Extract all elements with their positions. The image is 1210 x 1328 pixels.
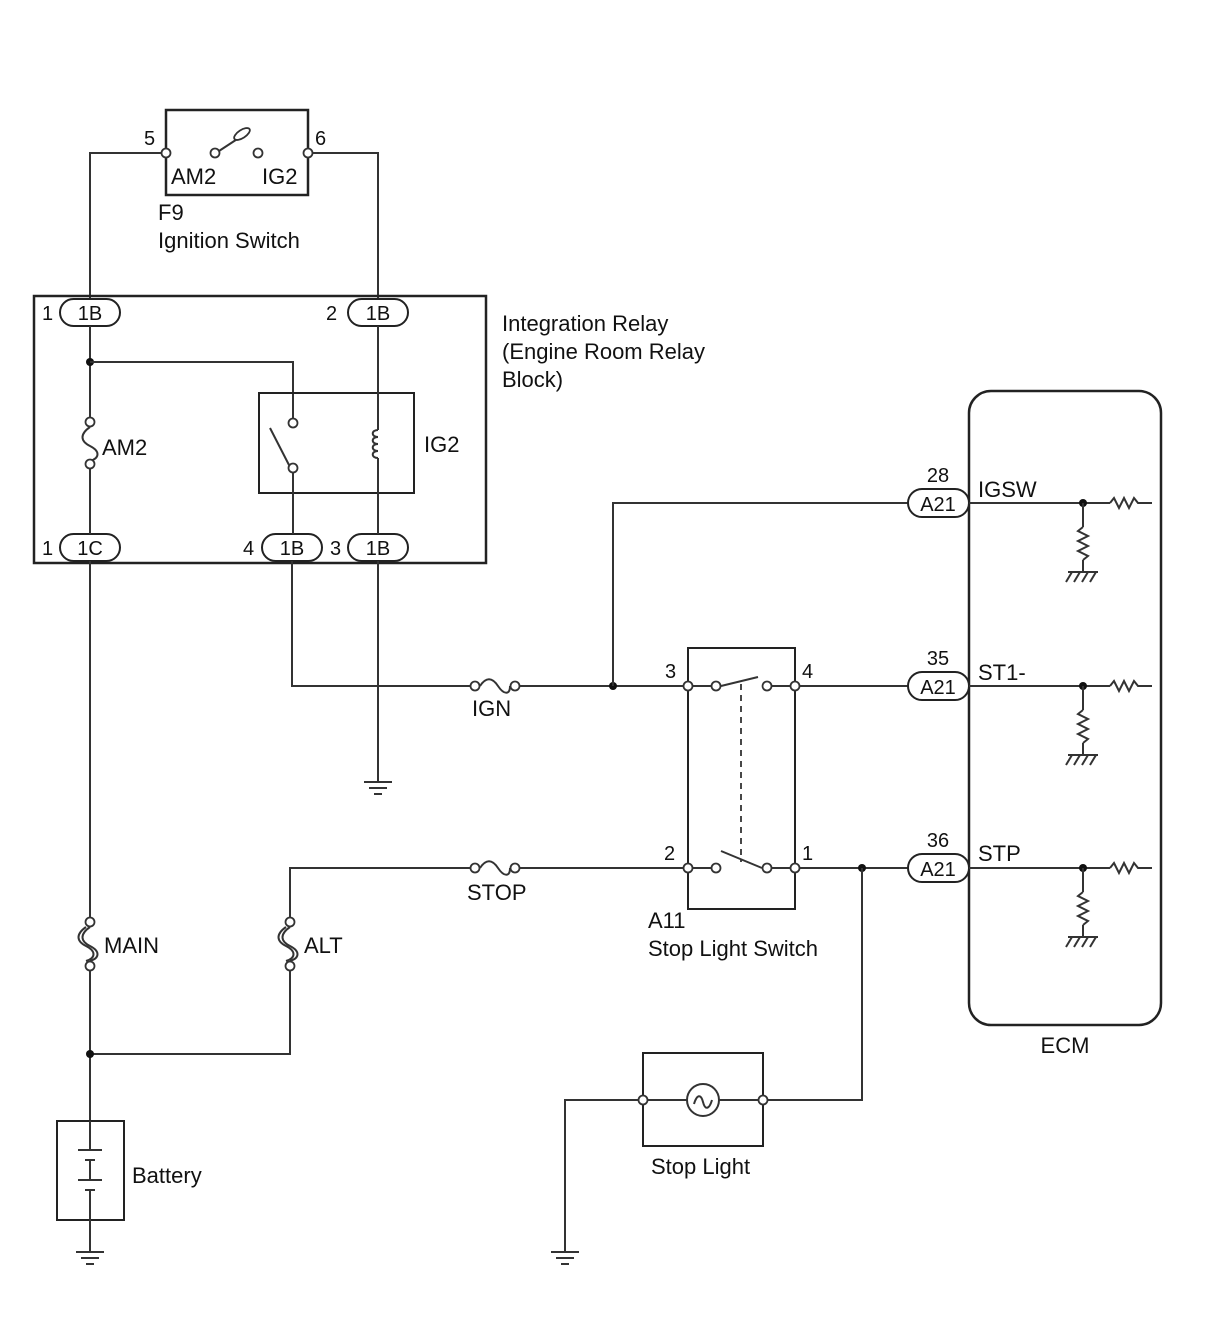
ecm-terminal-igsw: A21 28 IGSW xyxy=(907,465,1152,583)
fuse-ign: IGN xyxy=(469,678,521,721)
relay-block-title-2: (Engine Room Relay xyxy=(502,339,705,364)
svg-text:ALT: ALT xyxy=(304,933,343,958)
ignition-switch: 5 6 AM2 IG2 F9 Ignition Switch xyxy=(144,108,326,253)
svg-text:A21: A21 xyxy=(920,494,956,516)
relay-block-outline xyxy=(32,294,488,565)
stop-light-switch-label: Stop Light Switch xyxy=(648,936,818,961)
svg-text:4: 4 xyxy=(802,661,813,683)
svg-text:1B: 1B xyxy=(366,303,390,325)
ecm: ECM A21 28 IGSW A21 35 ST1- xyxy=(907,389,1163,1058)
ground-symbol-battery xyxy=(76,1251,104,1265)
ground-symbol-relay xyxy=(364,781,392,795)
battery-label: Battery xyxy=(132,1163,202,1188)
ecm-body xyxy=(967,389,1163,1027)
svg-text:35: 35 xyxy=(927,648,949,670)
ignition-term-ig2: IG2 xyxy=(262,164,297,189)
svg-text:3: 3 xyxy=(665,661,676,683)
relay-ig2-label: IG2 xyxy=(424,432,459,457)
svg-text:ST1-: ST1- xyxy=(978,660,1026,685)
svg-text:1C: 1C xyxy=(77,538,103,560)
ground-symbol-stop-light xyxy=(551,1251,579,1265)
stop-light-label: Stop Light xyxy=(651,1154,750,1179)
ecm-label: ECM xyxy=(1041,1033,1090,1058)
stop-light: Stop Light xyxy=(637,1052,769,1179)
svg-text:IGSW: IGSW xyxy=(978,477,1037,502)
fusible-link-main: MAIN xyxy=(77,916,159,972)
fusible-link-alt: ALT xyxy=(277,916,343,972)
svg-text:1B: 1B xyxy=(78,303,102,325)
svg-text:A21: A21 xyxy=(920,859,956,881)
svg-text:28: 28 xyxy=(927,465,949,487)
svg-text:1B: 1B xyxy=(280,538,304,560)
stop-light-switch-body xyxy=(687,647,796,910)
stop-light-switch: 3 4 2 1 A11 Stop Light Switch xyxy=(648,647,818,961)
ignition-pin-6: 6 xyxy=(315,128,326,150)
svg-text:MAIN: MAIN xyxy=(104,933,159,958)
ignition-term-am2: AM2 xyxy=(171,164,216,189)
svg-text:IGN: IGN xyxy=(472,696,511,721)
svg-text:1: 1 xyxy=(42,538,53,560)
relay-fuse-am2-label: AM2 xyxy=(102,435,147,460)
svg-text:1B: 1B xyxy=(366,538,390,560)
ignition-switch-code: F9 xyxy=(158,200,184,225)
relay-block-title-3: Block) xyxy=(502,367,563,392)
ecm-terminal-stp: A21 36 STP xyxy=(907,830,1152,948)
svg-text:STOP: STOP xyxy=(467,880,527,905)
stop-light-switch-code: A11 xyxy=(648,908,686,933)
svg-text:2: 2 xyxy=(664,843,675,865)
svg-text:4: 4 xyxy=(243,538,254,560)
ig2-relay xyxy=(258,392,415,494)
ignition-switch-label: Ignition Switch xyxy=(158,228,300,253)
svg-text:36: 36 xyxy=(927,830,949,852)
relay-block-title-1: Integration Relay xyxy=(502,311,668,336)
integration-relay-block: 1B 1 1B 2 1C 1 1B 4 1B 3 AM2 xyxy=(32,294,488,565)
battery: Battery xyxy=(56,1120,202,1252)
svg-text:1: 1 xyxy=(802,843,813,865)
svg-text:2: 2 xyxy=(326,303,337,325)
svg-text:1: 1 xyxy=(42,303,53,325)
svg-text:STP: STP xyxy=(978,841,1021,866)
ignition-pin-5: 5 xyxy=(144,128,155,150)
svg-text:3: 3 xyxy=(330,538,341,560)
svg-text:A21: A21 xyxy=(920,677,956,699)
fuse-stop: STOP xyxy=(467,860,527,905)
ecm-terminal-st1: A21 35 ST1- xyxy=(907,648,1152,766)
